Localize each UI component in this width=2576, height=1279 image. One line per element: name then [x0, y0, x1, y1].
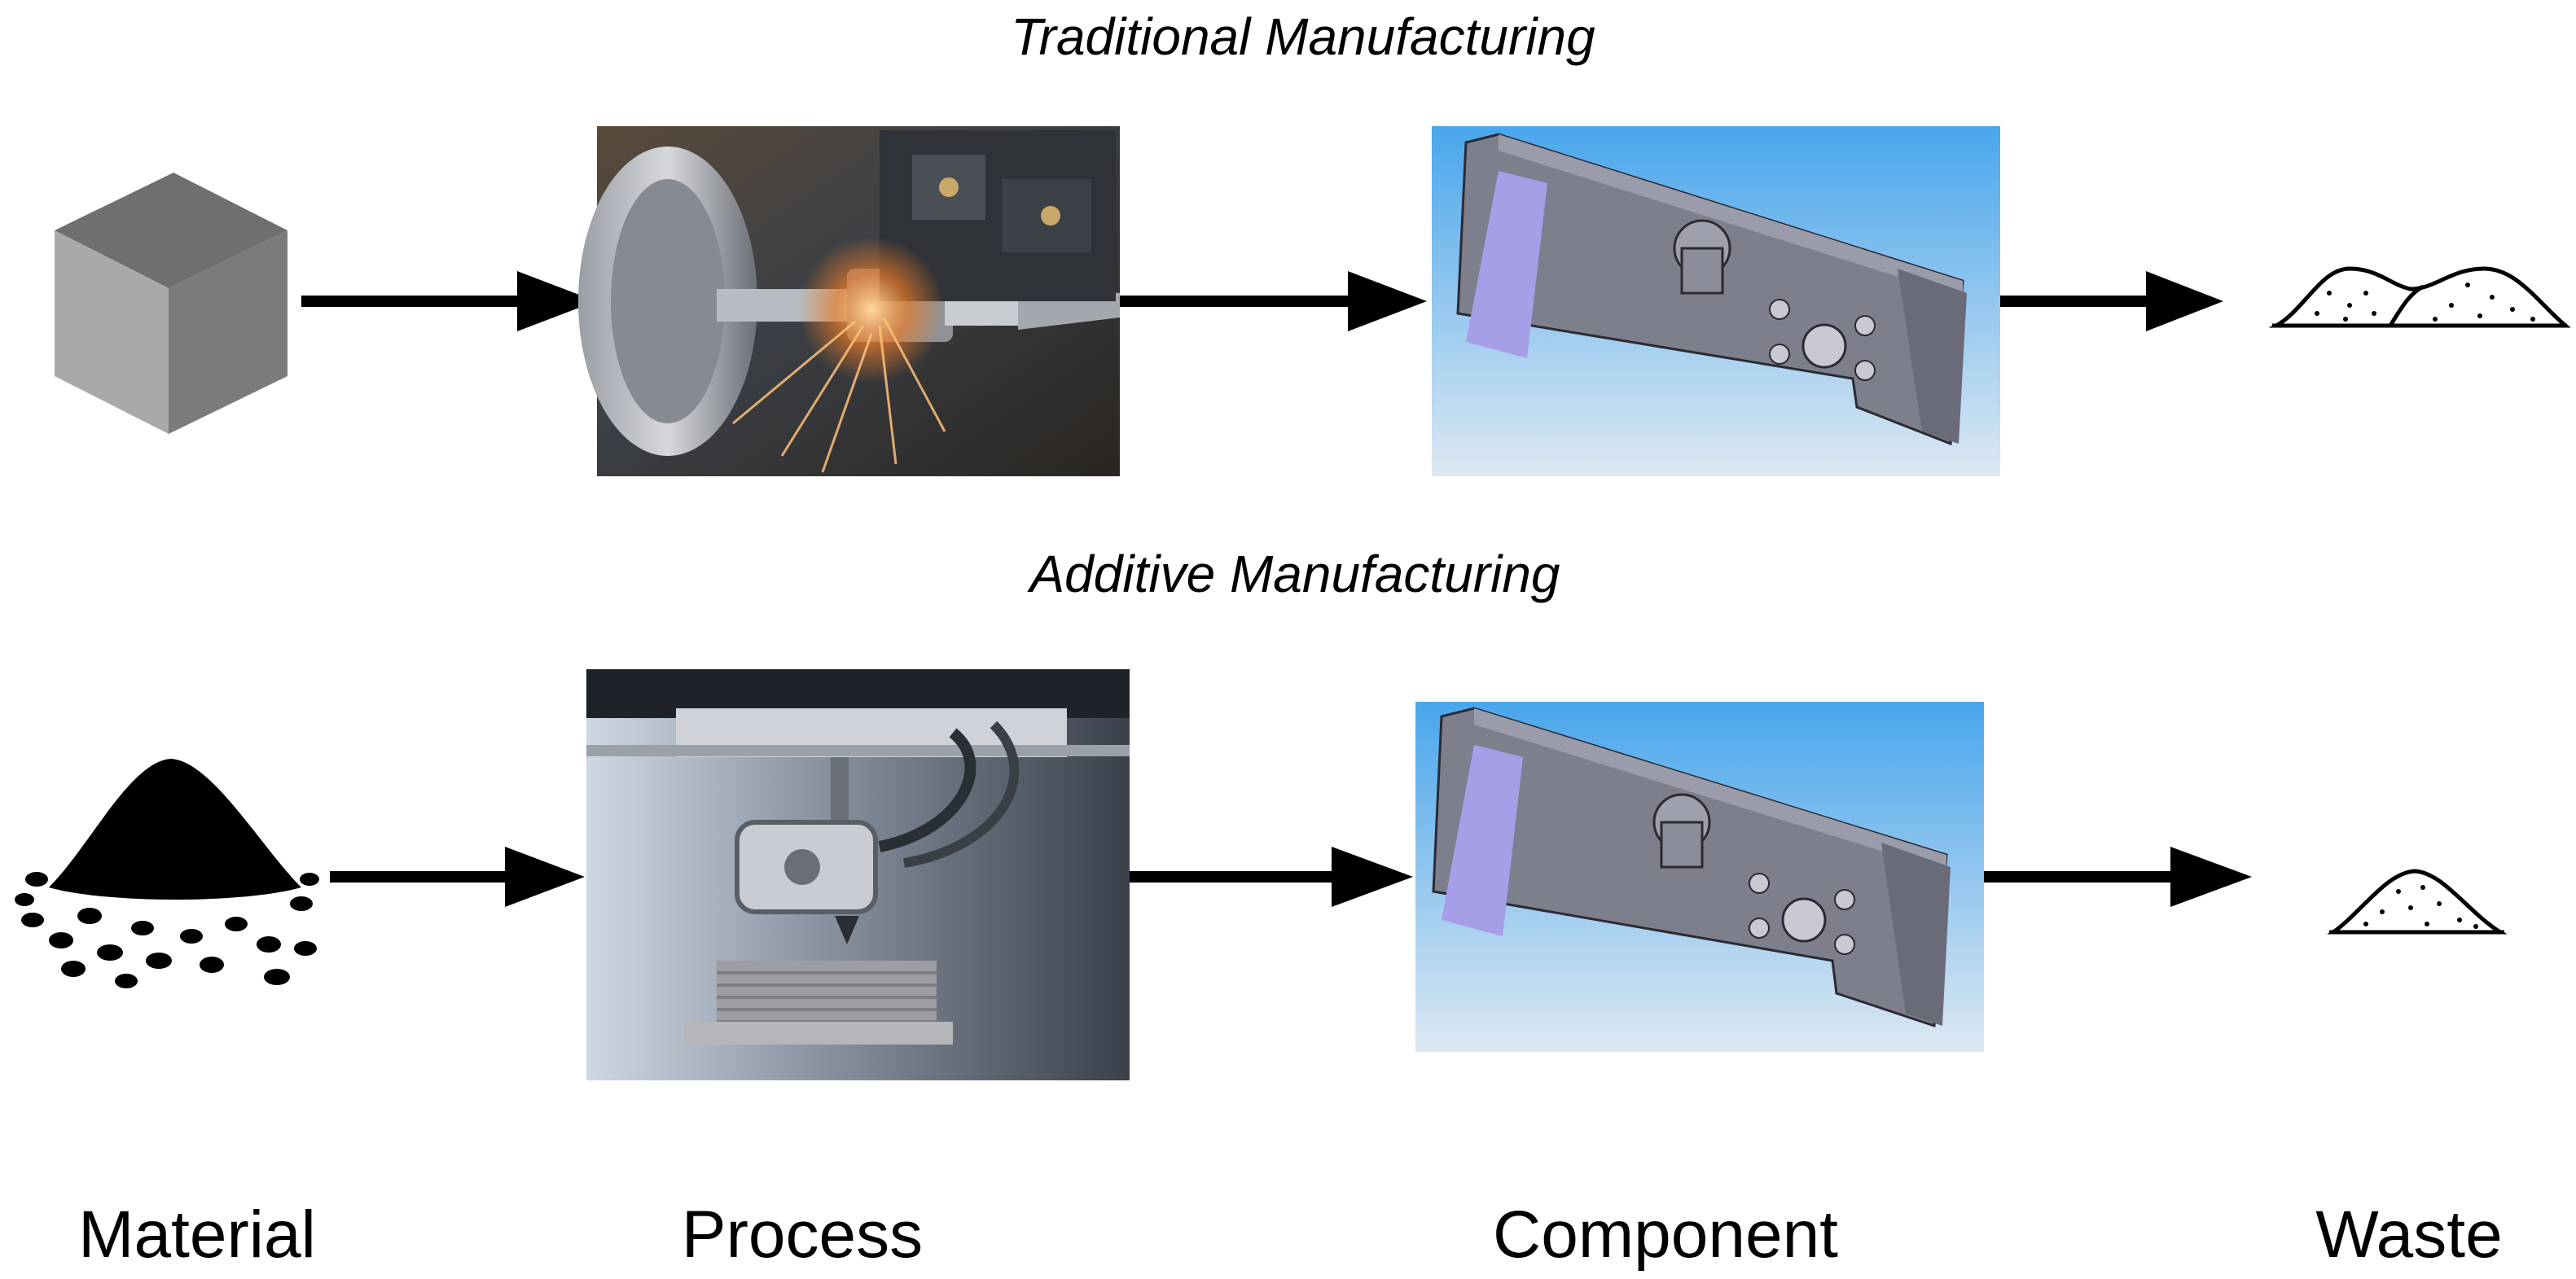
arrow-process-to-component-additive [1130, 847, 1413, 907]
arrow-component-to-waste-additive [1984, 847, 2252, 907]
additive-manufacturing-title: Additive Manufacturing [1029, 545, 1560, 603]
powder-heap-icon [15, 759, 319, 988]
printed-part-cad-render [1415, 702, 1984, 1052]
machined-part-cad-render [1432, 126, 2000, 476]
arrow-material-to-process-additive [330, 847, 585, 907]
column-label-process: Process [681, 1198, 924, 1272]
traditional-manufacturing-title: Traditional Manufacturing [1011, 7, 1595, 66]
arrow-material-to-process-traditional [301, 271, 596, 331]
arrow-process-to-component-traditional [1120, 271, 1427, 331]
column-label-material: Material [78, 1198, 316, 1272]
3d-printer-nozzle-photo [586, 669, 1130, 1080]
column-label-waste: Waste [2315, 1198, 2503, 1272]
cube-icon [55, 173, 287, 434]
column-label-component: Component [1493, 1198, 1838, 1272]
large-waste-pile-icon [2268, 266, 2571, 328]
small-waste-pile-icon [2327, 869, 2508, 935]
lathe-machining-photo [578, 126, 1120, 476]
arrow-component-to-waste-traditional [2000, 271, 2223, 331]
